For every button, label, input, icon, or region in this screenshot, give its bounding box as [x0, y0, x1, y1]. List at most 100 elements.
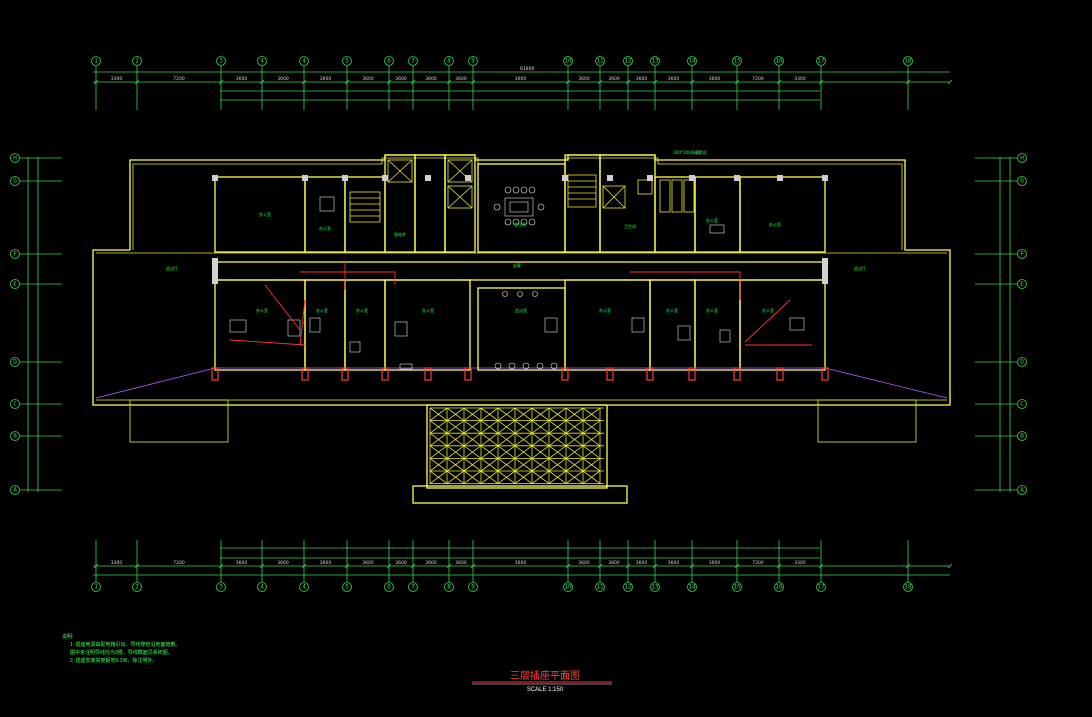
axis-bubble	[687, 582, 697, 592]
axis-label: 2	[135, 58, 139, 65]
axis-bubble	[1017, 431, 1027, 441]
dimension-value: 3600	[395, 560, 407, 566]
axis-bubble	[132, 582, 142, 592]
axis-bubble	[10, 249, 20, 259]
axis-label: 10	[564, 584, 572, 591]
interior-walls	[214, 154, 826, 371]
axis-bubble	[257, 582, 267, 592]
column-cladding	[464, 367, 472, 381]
top-note: 300*100线槽敷设	[673, 149, 706, 155]
axis-label: 11	[596, 58, 604, 65]
axis-label: 1	[94, 58, 98, 65]
drawing-title: 三层插座平面图	[510, 671, 580, 682]
dimension-value: 3600	[709, 560, 721, 566]
axis-bubble	[299, 56, 309, 66]
dimension-value: 3600	[236, 76, 248, 82]
axis-bubble	[1017, 279, 1027, 289]
column	[425, 175, 431, 181]
note-line-2: 图中未注明导线均为3根，导线截面见系统图。	[70, 650, 173, 656]
axis-bubble	[732, 582, 742, 592]
dimension-value: 3600	[236, 560, 248, 566]
room-label-upper-4: 会议室	[514, 221, 526, 227]
axis-bubble	[408, 56, 418, 66]
axis-bubble	[257, 56, 267, 66]
room-label-upper-6: 办公室	[706, 217, 718, 223]
axis-label: B	[1020, 433, 1024, 440]
axis-label: 14	[688, 584, 696, 591]
axis-bubble	[342, 56, 352, 66]
axis-label: 4	[302, 58, 306, 65]
dimension-value: 3600	[608, 560, 620, 566]
axis-bubble	[10, 357, 20, 367]
dimension-value: 3600	[320, 560, 332, 566]
axis-label: D	[1020, 359, 1024, 366]
axis-bubble	[10, 485, 20, 495]
axis-bubble	[91, 582, 101, 592]
dimension-value: 3600	[668, 560, 680, 566]
socket-wiring	[229, 262, 812, 346]
dimension-value: 7200	[752, 560, 764, 566]
column	[822, 258, 828, 284]
axis-bubble	[384, 56, 394, 66]
axis-bubble	[1017, 249, 1027, 259]
dimension-value: 3600	[636, 560, 648, 566]
axis-bubble	[595, 56, 605, 66]
dimension-value: 3600	[668, 76, 680, 82]
axis-bubble	[216, 582, 226, 592]
axis-label: 7	[411, 58, 415, 65]
dimension-value: 7200	[752, 76, 764, 82]
axis-bubble	[595, 582, 605, 592]
top-dimension-lines	[93, 71, 950, 101]
dimension-value: 3600	[578, 560, 590, 566]
total-dimension: 61800	[520, 66, 534, 72]
dimension-value: 3600	[578, 76, 590, 82]
room-label-upper-1: 办公室	[259, 211, 271, 217]
axis-label: C	[13, 401, 17, 408]
room-label-upper-7: 办公室	[769, 221, 781, 227]
axis-label: 13	[651, 584, 659, 591]
axis-bubble	[10, 431, 20, 441]
axis-label: 10	[564, 58, 572, 65]
axis-label: 13	[651, 58, 659, 65]
dimension-value: 7200	[173, 76, 185, 82]
axis-bubble	[563, 56, 573, 66]
axis-label: 3	[219, 584, 223, 591]
room-labels: 会议厅 会议厅 办公室 办公室 强电井 会议室 卫生间 办公室 办公室 走廊 办…	[166, 149, 866, 313]
axis-bubble	[468, 56, 478, 66]
axis-label: 4	[302, 584, 306, 591]
dimension-value: 3600	[395, 76, 407, 82]
dimension-value: 3600	[277, 560, 289, 566]
axis-label: 8	[447, 58, 451, 65]
axis-label: 16	[775, 58, 783, 65]
drawing-notes: 说明: 1. 插座电源由配电箱引出，导线穿管沿地面暗敷。 图中未注明导线均为3根…	[62, 633, 181, 665]
room-label-lower-8: 办公室	[706, 307, 718, 313]
dimension-value: 3600	[515, 76, 527, 82]
column-cladding	[646, 367, 654, 381]
dimension-value: 3600	[608, 76, 620, 82]
dimension-value: 3600	[362, 76, 374, 82]
dimension-value: 3600	[277, 76, 289, 82]
column	[777, 175, 783, 181]
room-label-right-lobby: 会议厅	[854, 265, 866, 271]
axis-bubble	[623, 56, 633, 66]
axis-bubble	[1017, 485, 1027, 495]
axis-bubble	[444, 56, 454, 66]
column	[734, 175, 740, 181]
axis-label: 11	[596, 584, 604, 591]
axis-bubble	[687, 56, 697, 66]
axis-label: 5	[345, 58, 349, 65]
canopies	[129, 399, 917, 504]
note-line-3: 2. 插座安装高度距地0.3米，除注明外。	[70, 658, 158, 664]
axis-bubble	[816, 56, 826, 66]
column-cladding	[424, 367, 432, 381]
room-label-lower-2: 办公室	[316, 307, 328, 313]
axis-bubble	[774, 56, 784, 66]
axis-label: 17	[817, 584, 825, 591]
axis-bubble	[468, 582, 478, 592]
axis-bubble	[1017, 153, 1027, 163]
room-label-lower-7: 办公室	[666, 307, 678, 313]
bottom-dimension-lines	[93, 547, 950, 576]
axis-label: D	[13, 359, 17, 366]
furniture	[229, 186, 805, 370]
